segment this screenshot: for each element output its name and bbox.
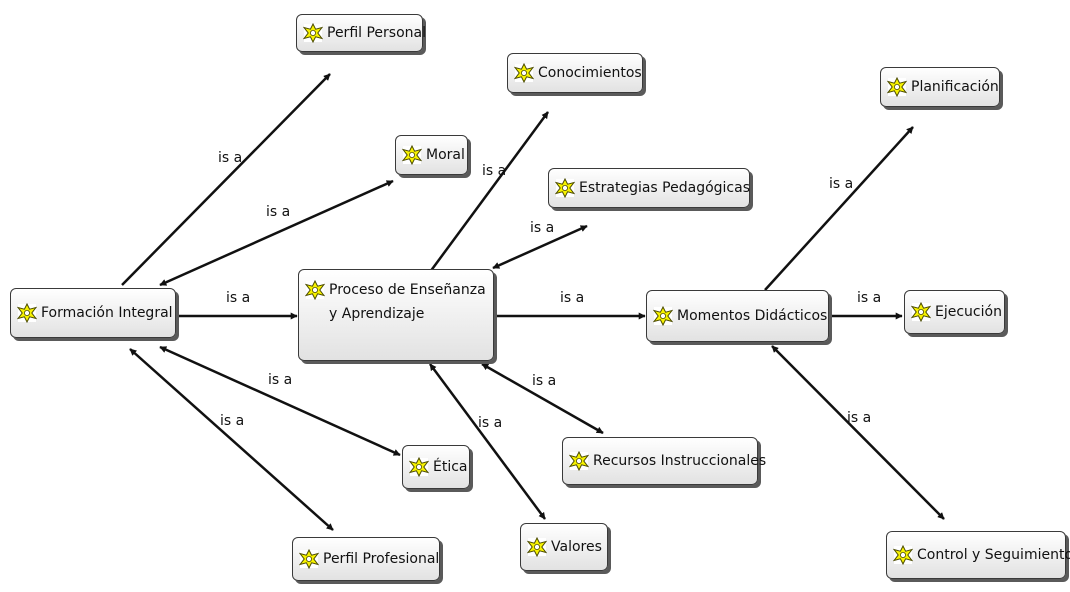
edge-label-proceso-recursos: is a (532, 373, 557, 389)
concept-star-icon (887, 77, 907, 97)
edge-label-formacion-etica: is a (268, 372, 293, 388)
edge-label-formacion-perfil-profesional: is a (220, 413, 245, 429)
concept-star-icon (402, 145, 422, 165)
edge-label-formacion-moral: is a (266, 204, 291, 220)
concept-valores[interactable]: Valores (520, 523, 608, 571)
concept-label: Formación Integral (41, 305, 173, 321)
concept-etica[interactable]: Ética (402, 445, 470, 489)
concept-label: Proceso de Enseñanza y Aprendizaje (329, 282, 486, 322)
concept-label: Perfil Profesional (323, 551, 440, 567)
edge-proceso-conocimientos[interactable] (428, 111, 550, 273)
concept-recursos[interactable]: Recursos Instruccionales (562, 437, 766, 485)
concept-proceso[interactable]: Proceso de Enseñanza y Aprendizaje (298, 269, 494, 361)
concept-planificacion[interactable]: Planificación (880, 67, 1000, 107)
concept-label: Momentos Didácticos (677, 308, 828, 324)
concept-star-icon (527, 537, 547, 557)
concept-star-icon (303, 23, 323, 43)
concept-star-icon (653, 306, 673, 326)
concept-label: Perfil Personal (327, 25, 426, 41)
concept-star-icon (893, 545, 913, 565)
concept-label: Moral (426, 147, 465, 163)
edge-momentos-control[interactable] (771, 345, 945, 520)
edge-formacion-moral[interactable] (159, 179, 394, 287)
edge-label-formacion-perfil-personal: is a (218, 150, 243, 166)
concept-label: Planificación (911, 79, 999, 95)
edge-label-proceso-momentos: is a (560, 290, 585, 306)
concept-label: Control y Seguimiento (917, 547, 1070, 563)
concept-star-icon (305, 280, 325, 300)
concept-label: Recursos Instruccionales (593, 453, 767, 469)
concept-label: Ejecución (935, 304, 1002, 320)
concept-estrategias[interactable]: Estrategias Pedagógicas (548, 168, 750, 208)
concept-star-icon (409, 457, 429, 477)
edge-label-proceso-valores: is a (478, 415, 503, 431)
concept-label: Estrategias Pedagógicas (579, 180, 750, 196)
concept-star-icon (911, 302, 931, 322)
edge-proceso-valores[interactable] (428, 363, 547, 520)
concept-label: Valores (551, 539, 602, 555)
edge-label-proceso-conocimientos: is a (482, 163, 507, 179)
edge-label-formacion-proceso: is a (226, 290, 251, 306)
concept-control[interactable]: Control y Seguimiento (886, 531, 1070, 579)
concept-star-icon (569, 451, 589, 471)
edge-label-momentos-planificacion: is a (829, 176, 854, 192)
concept-star-icon (299, 549, 319, 569)
edge-formacion-etica[interactable] (159, 345, 401, 457)
edge-label-momentos-ejecucion: is a (857, 290, 882, 306)
concept-momentos[interactable]: Momentos Didácticos (646, 290, 829, 342)
edge-label-momentos-control: is a (847, 410, 872, 426)
edge-label-proceso-estrategias: is a (530, 220, 555, 236)
concept-star-icon (17, 303, 37, 323)
edge-formacion-perfil-personal[interactable] (121, 73, 331, 286)
concept-perfil-personal[interactable]: Perfil Personal (296, 14, 426, 52)
concept-star-icon (514, 63, 534, 83)
concept-moral[interactable]: Moral (395, 135, 468, 175)
concept-perfil-profesional[interactable]: Perfil Profesional (292, 537, 440, 581)
edge-proceso-estrategias[interactable] (492, 224, 588, 270)
edge-formacion-perfil-profesional[interactable] (129, 348, 334, 531)
concept-star-icon (555, 178, 575, 198)
concept-label: Conocimientos (538, 65, 642, 81)
concept-conocimientos[interactable]: Conocimientos (507, 53, 643, 93)
edge-momentos-planificacion[interactable] (764, 126, 914, 291)
concept-label: Ética (433, 459, 468, 475)
concept-ejecucion[interactable]: Ejecución (904, 290, 1005, 334)
concept-formacion[interactable]: Formación Integral (10, 288, 176, 338)
